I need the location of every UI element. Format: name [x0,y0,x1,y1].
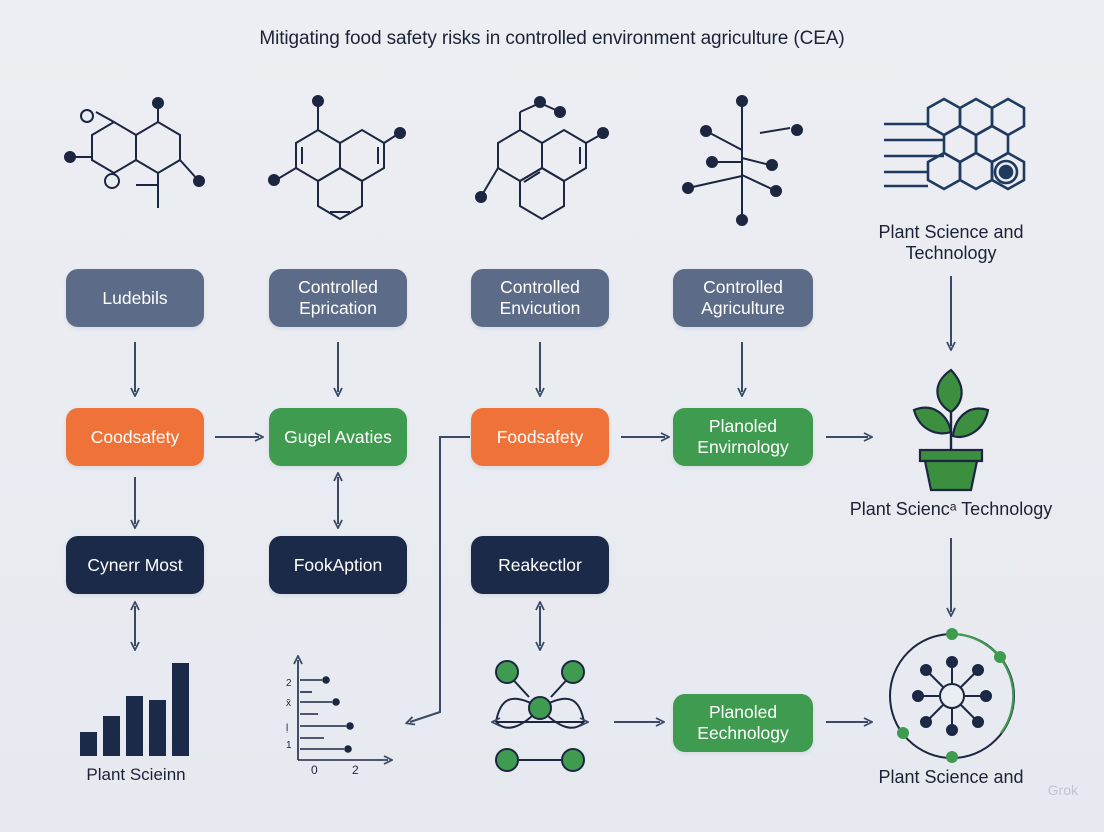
box-coodsafety: Coodsafety [66,408,204,466]
mini-chart-ticks: 2 x̄ ḷ 1 0 2 [286,678,359,777]
bar-chart-icon [80,663,189,756]
mini-chart-xtick: 0 [311,763,318,777]
molecule-icon-1 [64,97,205,208]
molecule-icon-4 [682,95,803,226]
node-graph-icon [496,660,584,772]
label-plant-science-technology-mid: Plant Sciencᵃ Technology [849,499,1053,519]
box-planoled-envirnology: Planoled Envirnology [673,408,813,466]
circular-network-icon [889,628,1015,763]
label-plant-scieinn: Plant Scieinn [86,765,186,784]
molecule-icon-3 [475,96,609,221]
box-controlled-agriculture: Controlled Agriculture [673,269,813,327]
box-planoled-eechnology: Planoled Eechnology [673,694,813,752]
box-fookaption: FookAption [269,536,407,594]
diagram-title: Mitigating food safety risks in controll… [259,28,845,49]
mini-chart-ytick: ḷ [286,723,288,734]
mini-chart-xtick: 2 [352,763,359,777]
box-gugel-avaties: Gugel Avaties [269,408,407,466]
mini-chart-ytick: 1 [286,740,292,751]
label-plant-science-and-bottom: Plant Science and [878,767,1024,787]
arrows [135,276,951,722]
box-reakectlor: Reakectlor [471,536,609,594]
box-foodsafety: Foodsafety [471,408,609,466]
box-controlled-envicution: Controlled Envicution [471,269,609,327]
mini-chart-ytick: x̄ [286,698,291,709]
box-ludebils: Ludebils [66,269,204,327]
molecule-icon-2 [268,95,406,221]
hexagon-network-icon [884,97,1026,191]
plant-pot-icon [912,368,990,492]
mini-chart-icon [298,660,388,760]
box-cynerr-most: Cynerr Most [66,536,204,594]
box-controlled-eprication: Controlled Eprication [269,269,407,327]
mini-chart-ytick: 2 [286,678,292,689]
grok-watermark: Grok [1047,782,1078,798]
label-plant-science-technology-top: Plant Science and Technology [878,222,1024,263]
